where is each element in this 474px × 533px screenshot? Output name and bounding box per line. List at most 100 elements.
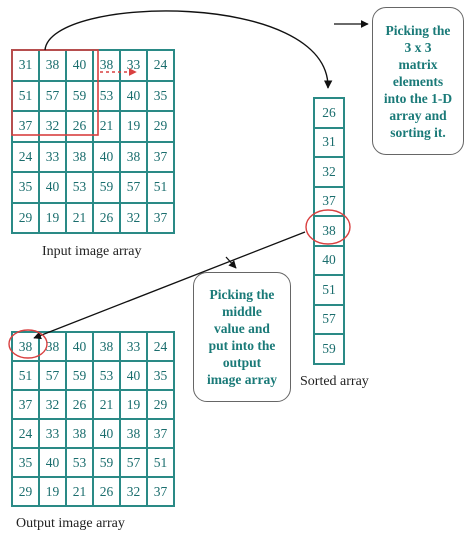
grid-cell: 38 <box>119 418 148 449</box>
sorted-array-row: 37 <box>313 185 345 217</box>
grid-cell: 21 <box>92 389 121 420</box>
grid-cell: 53 <box>92 79 121 112</box>
sorted-array-row: 38 <box>313 215 345 247</box>
arrow-to-note-middle <box>225 256 237 269</box>
grid-cell: 35 <box>11 171 40 204</box>
grid-cell: 35 <box>11 447 40 478</box>
grid-cell: 24 <box>11 140 40 173</box>
note-sort-step: Picking the 3 x 3 matrix elements into t… <box>372 7 464 155</box>
sorted-cell: 57 <box>313 303 345 335</box>
grid-cell: 53 <box>65 171 94 204</box>
grid-cell: 57 <box>119 447 148 478</box>
grid-cell: 32 <box>38 110 67 143</box>
sorted-array-row: 51 <box>313 274 345 306</box>
grid-cell: 40 <box>38 447 67 478</box>
grid-cell: 33 <box>119 331 148 362</box>
input-caption: Input image array <box>42 244 142 259</box>
output-caption: Output image array <box>16 516 125 531</box>
grid-cell: 29 <box>146 389 175 420</box>
grid-cell: 31 <box>11 49 40 82</box>
grid-cell: 19 <box>38 201 67 234</box>
sorted-cell: 40 <box>313 244 345 276</box>
grid-cell: 19 <box>119 389 148 420</box>
grid-cell: 51 <box>146 171 175 204</box>
note-median-step: Picking the middle value and put into th… <box>193 272 291 402</box>
grid-cell: 29 <box>11 476 40 507</box>
grid-cell: 26 <box>65 110 94 143</box>
grid-cell: 59 <box>92 447 121 478</box>
grid-cell: 38 <box>38 49 67 82</box>
grid-cell: 51 <box>146 447 175 478</box>
grid-cell: 21 <box>65 476 94 507</box>
grid-cell: 57 <box>38 360 67 391</box>
grid-cell: 38 <box>65 140 94 173</box>
grid-cell: 26 <box>65 389 94 420</box>
grid-cell: 37 <box>146 201 175 234</box>
sorted-array-row: 32 <box>313 156 345 188</box>
grid-cell: 38 <box>65 418 94 449</box>
grid-cell: 21 <box>65 201 94 234</box>
grid-cell: 35 <box>146 360 175 391</box>
grid-cell: 51 <box>11 79 40 112</box>
sorted-array-row: 59 <box>313 333 345 365</box>
grid-cell: 40 <box>92 140 121 173</box>
grid-cell: 40 <box>38 171 67 204</box>
sorted-cell: 51 <box>313 274 345 306</box>
grid-cell: 40 <box>65 49 94 82</box>
sorted-cell: 38 <box>313 215 345 247</box>
grid-cell: 37 <box>11 389 40 420</box>
grid-cell: 57 <box>38 79 67 112</box>
grid-cell: 24 <box>146 49 175 82</box>
grid-cell: 19 <box>38 476 67 507</box>
grid-cell: 40 <box>119 79 148 112</box>
grid-cell: 59 <box>65 79 94 112</box>
sorted-caption: Sorted array <box>300 374 369 389</box>
grid-cell: 29 <box>146 110 175 143</box>
grid-cell: 35 <box>146 79 175 112</box>
grid-cell: 37 <box>11 110 40 143</box>
grid-cell: 59 <box>92 171 121 204</box>
grid-cell: 33 <box>119 49 148 82</box>
grid-cell: 57 <box>119 171 148 204</box>
grid-cell: 29 <box>11 201 40 234</box>
grid-cell: 59 <box>65 360 94 391</box>
grid-cell: 33 <box>38 418 67 449</box>
grid-cell: 37 <box>146 140 175 173</box>
grid-cell: 38 <box>38 331 67 362</box>
grid-cell: 40 <box>65 331 94 362</box>
grid-cell: 40 <box>119 360 148 391</box>
grid-cell: 53 <box>65 447 94 478</box>
grid-cell: 26 <box>92 201 121 234</box>
grid-cell: 33 <box>38 140 67 173</box>
grid-cell: 37 <box>146 476 175 507</box>
sorted-cell: 59 <box>313 333 345 365</box>
sorted-array-row: 31 <box>313 126 345 158</box>
sorted-cell: 37 <box>313 185 345 217</box>
grid-cell: 38 <box>119 140 148 173</box>
sorted-cell: 26 <box>313 97 345 129</box>
sorted-cell: 31 <box>313 126 345 158</box>
grid-cell: 51 <box>11 360 40 391</box>
sorted-array-row: 40 <box>313 244 345 276</box>
grid-cell: 37 <box>146 418 175 449</box>
grid-cell: 32 <box>119 201 148 234</box>
grid-cell: 24 <box>11 418 40 449</box>
grid-cell: 24 <box>146 331 175 362</box>
grid-cell: 53 <box>92 360 121 391</box>
grid-cell: 26 <box>92 476 121 507</box>
grid-cell: 19 <box>119 110 148 143</box>
grid-cell: 32 <box>119 476 148 507</box>
sorted-array-row: 26 <box>313 97 345 129</box>
